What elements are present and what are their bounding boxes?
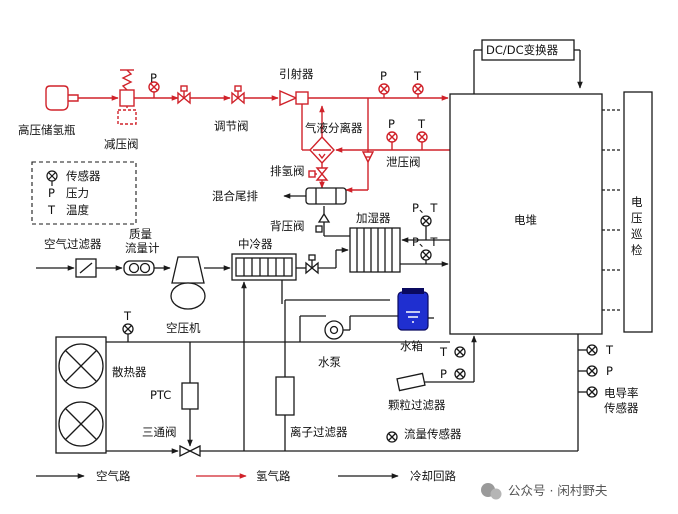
humidifier-top-pt-label: P、T xyxy=(412,201,438,215)
reducer-label: 减压阀 xyxy=(104,137,139,151)
bottom-legend: 空气路 氢气路 冷却回路 xyxy=(36,469,456,483)
conductivity-label-2: 传感器 xyxy=(604,401,639,415)
coolant-path xyxy=(55,280,598,458)
pressure-reducer-dashed xyxy=(117,109,137,125)
flow-sensor-label: 流量传感器 xyxy=(404,427,462,441)
reducer-p-label: P xyxy=(150,71,157,85)
hydrogen-tank-shape xyxy=(45,85,69,111)
ptc-label: PTC xyxy=(150,388,171,402)
ejector-shape xyxy=(279,89,298,107)
ejector-label: 引射器 xyxy=(279,67,314,81)
outlet-p-label: P xyxy=(388,117,395,131)
compressor-label: 空压机 xyxy=(166,321,201,335)
humidifier-label: 加湿器 xyxy=(356,211,391,225)
inlet-t-label: T xyxy=(413,69,422,83)
legend-air-text: 空气路 xyxy=(96,469,131,483)
separator-label: 气液分离器 xyxy=(305,121,363,135)
radiator-label: 散热器 xyxy=(112,365,147,379)
hydrogen-tank-neck xyxy=(68,94,79,102)
dcdc-label: DC/DC变换器 xyxy=(486,43,559,57)
stack-outlet-p-label: P xyxy=(606,364,613,378)
mass-flow-label-2: 流量计 xyxy=(125,241,160,255)
legend-box: 传感器 P 压力 T 温度 xyxy=(31,161,137,225)
exhaust-label: 混合尾排 xyxy=(212,189,258,203)
stack-label: 电堆 xyxy=(514,213,537,227)
voltage-monitor-box xyxy=(623,91,653,333)
three-way-label: 三通阀 xyxy=(142,425,177,439)
inlet-p-label: P xyxy=(380,69,387,83)
legend-coolant-text: 冷却回路 xyxy=(410,469,456,483)
power-section xyxy=(449,39,653,335)
pressure-reducer-body xyxy=(119,89,135,107)
three-way-valve-shape xyxy=(179,444,192,458)
stack-outlet-t-label: T xyxy=(605,343,614,357)
legend-temperature-text: 温度 xyxy=(66,203,89,217)
pump-label: 水泵 xyxy=(318,355,341,369)
particle-filter-shape xyxy=(396,372,426,392)
legend-hydrogen-text: 氢气路 xyxy=(256,469,291,483)
legend-pressure-text: 压力 xyxy=(66,186,89,200)
air-filter-label: 空气过滤器 xyxy=(44,237,102,251)
water-pump-shape xyxy=(324,320,344,340)
air-path xyxy=(36,187,450,310)
ptc-shape xyxy=(181,382,199,410)
relief-valve-label: 泄压阀 xyxy=(386,155,421,169)
water-tank-label: 水箱 xyxy=(400,339,423,353)
ion-filter-label: 离子过滤器 xyxy=(290,425,348,439)
ion-filter-shape xyxy=(275,376,295,416)
legend-t-letter: T xyxy=(47,203,56,217)
hydrogen-path xyxy=(45,69,450,193)
tank-label: 高压储氢瓶 xyxy=(18,123,76,137)
watermark-text: 公众号 · 闲村野夫 xyxy=(508,483,608,498)
legend-p-letter: P xyxy=(48,186,55,200)
voltage-monitor-char-1: 电 xyxy=(631,195,643,209)
voltage-monitor-char-4: 检 xyxy=(631,243,643,257)
outlet-t-label: T xyxy=(417,117,426,131)
purge-valve-label: 排氢阀 xyxy=(270,164,305,178)
legend-sensor-text: 传感器 xyxy=(66,169,101,183)
mixing-exhaust-shape xyxy=(305,187,347,205)
watermark: 公众号 · 闲村野夫 xyxy=(481,483,608,500)
mass-flow-label-1: 质量 xyxy=(129,227,152,241)
humidifier-bottom-pt-label: P、T xyxy=(412,235,438,249)
particle-filter-label: 颗粒过滤器 xyxy=(388,398,446,412)
intercooler-label: 中冷器 xyxy=(238,237,273,251)
compressor-shape xyxy=(171,256,205,284)
particle-p-label: P xyxy=(440,367,447,381)
pressure-reducer-spring xyxy=(121,69,133,91)
water-tank xyxy=(397,288,434,331)
voltage-monitor-char-3: 巡 xyxy=(631,227,643,241)
radiator-t-label: T xyxy=(123,309,132,323)
particle-t-label: T xyxy=(439,345,448,359)
regulator-label: 调节阀 xyxy=(214,119,249,133)
back-pressure-label: 背压阀 xyxy=(270,219,305,233)
conductivity-label-1: 电导率 xyxy=(604,386,639,400)
voltage-monitor-char-2: 压 xyxy=(631,211,643,225)
fuel-cell-stack-box xyxy=(449,93,603,335)
